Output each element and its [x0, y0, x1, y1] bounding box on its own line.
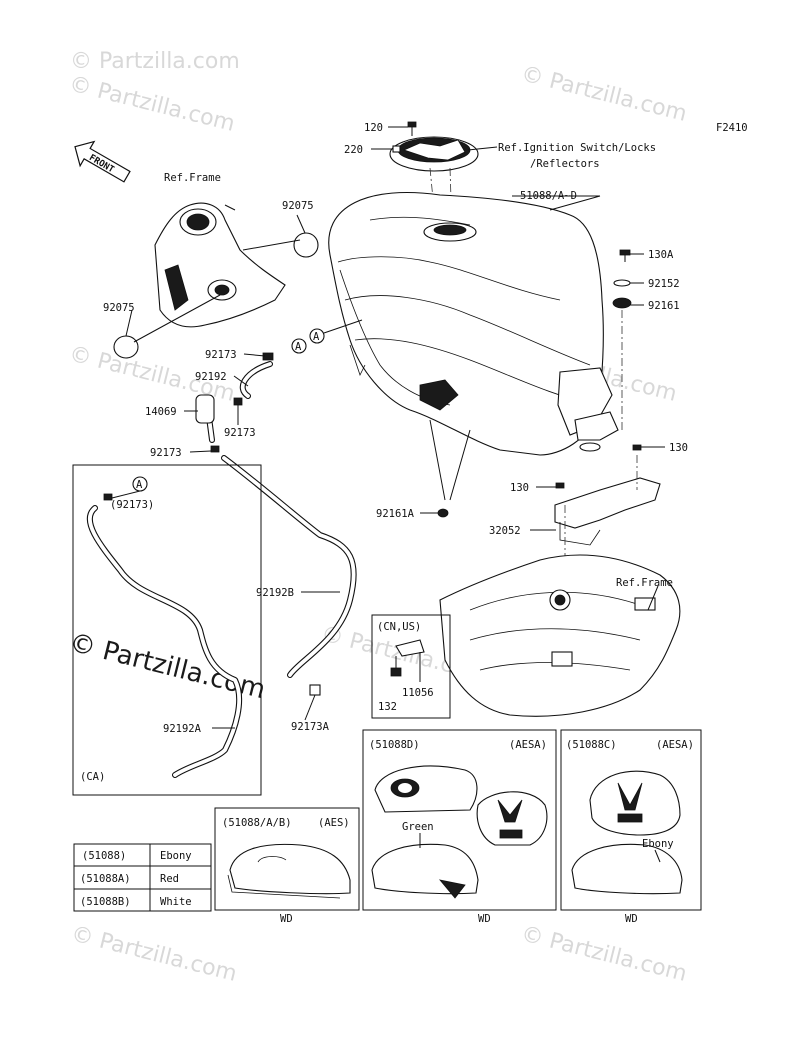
color-table-code: (51088A) [80, 873, 131, 885]
marker-a-label: A [295, 341, 302, 353]
frame-section [439, 554, 681, 717]
variant-aesa-d-tag: (AESA) [509, 739, 547, 751]
callout-220: 220 [344, 144, 363, 156]
frame-head [113, 202, 319, 359]
callout-ca-92192a: 92192A [163, 723, 202, 735]
breather-hoses [195, 352, 357, 696]
marker-a-label: A [136, 479, 143, 491]
callout-92192: 92192 [195, 371, 227, 383]
inset-ca: A [72, 464, 262, 796]
marker-a-label: A [313, 331, 320, 343]
watermark-text: © Partzilla.com [519, 62, 690, 127]
variant-aes-footer: WD [280, 913, 293, 925]
callout-92161a: 92161A [376, 508, 415, 520]
callout-92173-top: 92173 [205, 349, 237, 361]
callout-92161: 92161 [648, 300, 680, 312]
callout-ref-frame-top: Ref.Frame [164, 172, 221, 184]
variant-aesa-c-color: Ebony [642, 838, 674, 850]
variant-aesa-d-title: (51088D) [369, 739, 420, 751]
variant-aesa-c-tag: (AESA) [656, 739, 694, 751]
inset-cn-us [371, 614, 451, 719]
callout-cn-us: (CN,US) [377, 621, 421, 633]
callout-92152: 92152 [648, 278, 680, 290]
callout-130-mid: 130 [510, 482, 529, 494]
callout-11056: 11056 [402, 687, 434, 699]
color-table-color: Ebony [160, 850, 192, 862]
callout-120: 120 [364, 122, 383, 134]
leader-lines [125, 126, 665, 721]
watermark-text: © Partzilla.com [69, 922, 240, 987]
variant-box-aesa-d [362, 729, 557, 911]
callout-92192b: 92192B [256, 587, 294, 599]
callout-ref-reflectors: /Reflectors [530, 158, 600, 170]
watermark-text: © Partzilla.com [67, 72, 238, 137]
watermark-text: © Partzilla.com [70, 49, 240, 74]
figure-code: F2410 [716, 122, 748, 134]
fuel-tank [328, 192, 619, 501]
watermark-text: © Partzilla.com [519, 922, 690, 987]
callout-32052: 32052 [489, 525, 521, 537]
callout-ca-92173: (92173) [110, 499, 154, 511]
callout-92075-left: 92075 [103, 302, 135, 314]
front-arrow-icon: FRONT [74, 140, 131, 183]
callout-92173-mid: 92173 [224, 427, 256, 439]
color-table-code: (51088) [82, 850, 126, 862]
marker-a-icon: A A [291, 319, 363, 354]
callout-14069: 14069 [145, 406, 177, 418]
variant-aesa-c-title: (51088C) [566, 739, 617, 751]
callout-130a: 130A [648, 249, 674, 261]
variant-labels: (51088/A/B) (AES) WD (51088D) (AESA) Gre… [222, 739, 694, 925]
callout-ca-label: (CA) [80, 771, 105, 783]
callout-92075-right: 92075 [282, 200, 314, 212]
callout-ref-frame-bottom: Ref.Frame [616, 577, 673, 589]
variant-box-aesa-c [560, 729, 702, 911]
callout-92173a: 92173A [291, 721, 330, 733]
callout-130-right: 130 [669, 442, 688, 454]
callout-ref-ignition: Ref.Ignition Switch/Locks [498, 142, 656, 154]
variant-box-aes [214, 807, 360, 911]
callout-92173-low: 92173 [150, 447, 182, 459]
variant-aes-tag: (AES) [318, 817, 350, 829]
color-table-code: (51088B) [80, 896, 131, 908]
callout-132: 132 [378, 701, 397, 713]
variant-aesa-d-footer: WD [478, 913, 491, 925]
callout-tank: 51088/A~D [520, 190, 577, 202]
color-table-color: White [160, 896, 192, 908]
variant-aesa-c-footer: WD [625, 913, 638, 925]
callout-labels: 120 220 Ref.Ignition Switch/Locks /Refle… [80, 122, 688, 783]
mounting-hardware-right [612, 249, 632, 430]
color-table-color: Red [160, 873, 179, 885]
color-table: (51088) Ebony (51088A) Red (51088B) Whit… [73, 843, 212, 912]
fuel-cap-assembly [389, 121, 479, 231]
variant-aesa-d-color: Green [402, 821, 434, 833]
variant-aes-title: (51088/A/B) [222, 817, 292, 829]
